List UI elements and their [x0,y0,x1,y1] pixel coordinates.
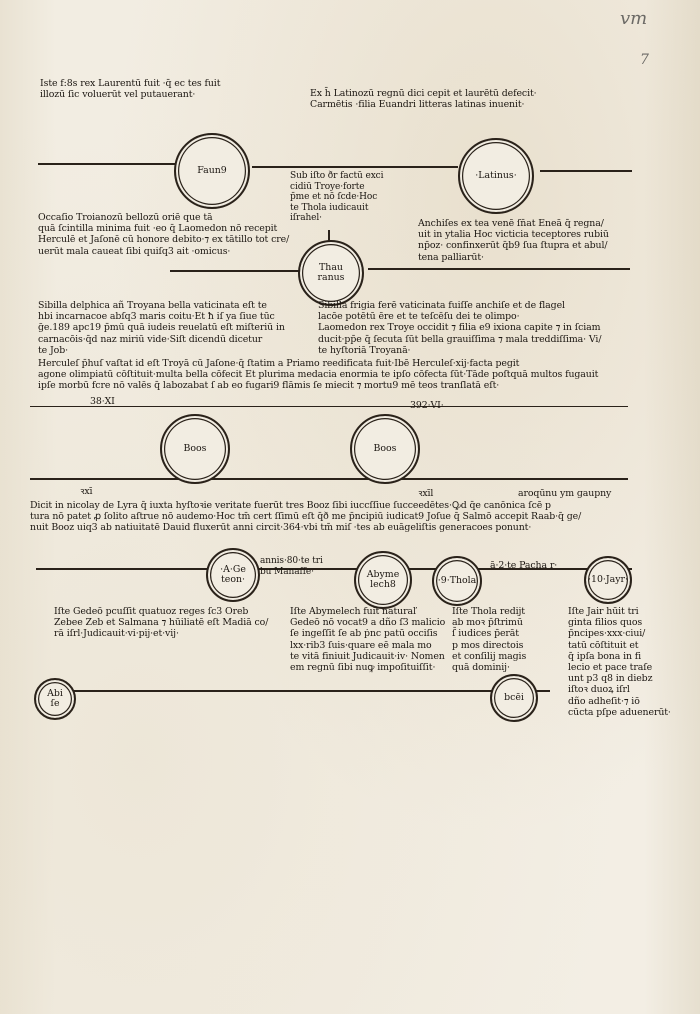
sibilla-frigia-text: Sibilla frigia ferē vaticinata fuiſſe an… [318,300,602,356]
lineage-line-1 [38,163,178,165]
circle-boos-2: Boos [350,414,420,484]
folio-mark: 7 [640,52,649,68]
bottom-line [70,690,550,692]
circle-thauranus: Thau ranus [298,240,364,306]
nicolaus-text: Dicit in nicolay de Lyra q̄ iuxta hyſtoꝛ… [30,500,582,534]
year-right: 392·VI· [410,400,444,411]
pascha-text: ā·2·te Pacha r· [490,560,558,571]
jayr-text: Iſte Jair hūit tri ginta filios quos p̄n… [568,606,671,718]
lineage-drop-thau [328,230,330,248]
circle-thola: ·9·Thola [432,556,482,606]
circle-latinus: ·Latinus· [458,138,534,214]
circle-gedeon: ·A·Ge teon· [206,548,260,602]
lineage-line-1c [540,170,632,172]
circle-faunus: Faun9 [174,133,250,209]
anchises-text: Anchiſes ex tea venē ſn̄at Eneā q̄ regna… [418,218,609,263]
judges-line [36,568,632,570]
folio-note: vm [620,8,648,29]
circle-jayr: ·10·Jayr· [584,556,632,604]
year-left: 38·XI [90,396,115,407]
thola-text: Iſte Thola redijt ab moꝛ p̄ſtrimū ſ̄ iud… [452,606,527,674]
lineage-line-2 [170,270,300,272]
year-line [30,406,628,407]
gedeon-text: Iſte Gedeō pcuſſit quatuoz reges ſc3 Ore… [54,606,269,640]
annis-text: annis·80·te tri bu Manaſſe· [260,556,323,577]
occasio-text: Occaſio Troianozū bellozū oriē que tā qu… [38,212,290,257]
circle-abymelech: Abyme lech8 [354,551,412,609]
sibilla-delphica-text: Sibilla delphica añ Troyana bella vatici… [38,300,285,356]
tick-right: aroqūnu ym ɡaupny [518,488,612,499]
circle-ibzan: bcēi [490,674,538,722]
circle-boos-1: Boos [160,414,230,484]
lineage-line-1b [252,166,458,168]
tick-left: ꝛxī [80,486,93,497]
boos-line [30,478,628,480]
top-left-text: Iste f:8s rex Laurentū fuit ·q̄ ec tes f… [40,78,221,101]
sub-isto-text: Sub iſto ðr factū exci cidiū Troye·forte… [290,171,384,224]
lineage-line-2b [368,268,630,270]
abymelech-text: Iſte Abymelech fuit naturaľ Gedeō nō voc… [290,606,446,674]
herculis-text: Herculeſ p̄huſ vaſtat id eſt Troyā cū Ja… [38,358,599,392]
top-right-text: Ex h̄ Latinozū regnū dici cepit et laurē… [310,88,537,111]
circle-abise: Abi ſe [34,678,76,720]
tick-mid: ꝛxīl [418,488,434,499]
